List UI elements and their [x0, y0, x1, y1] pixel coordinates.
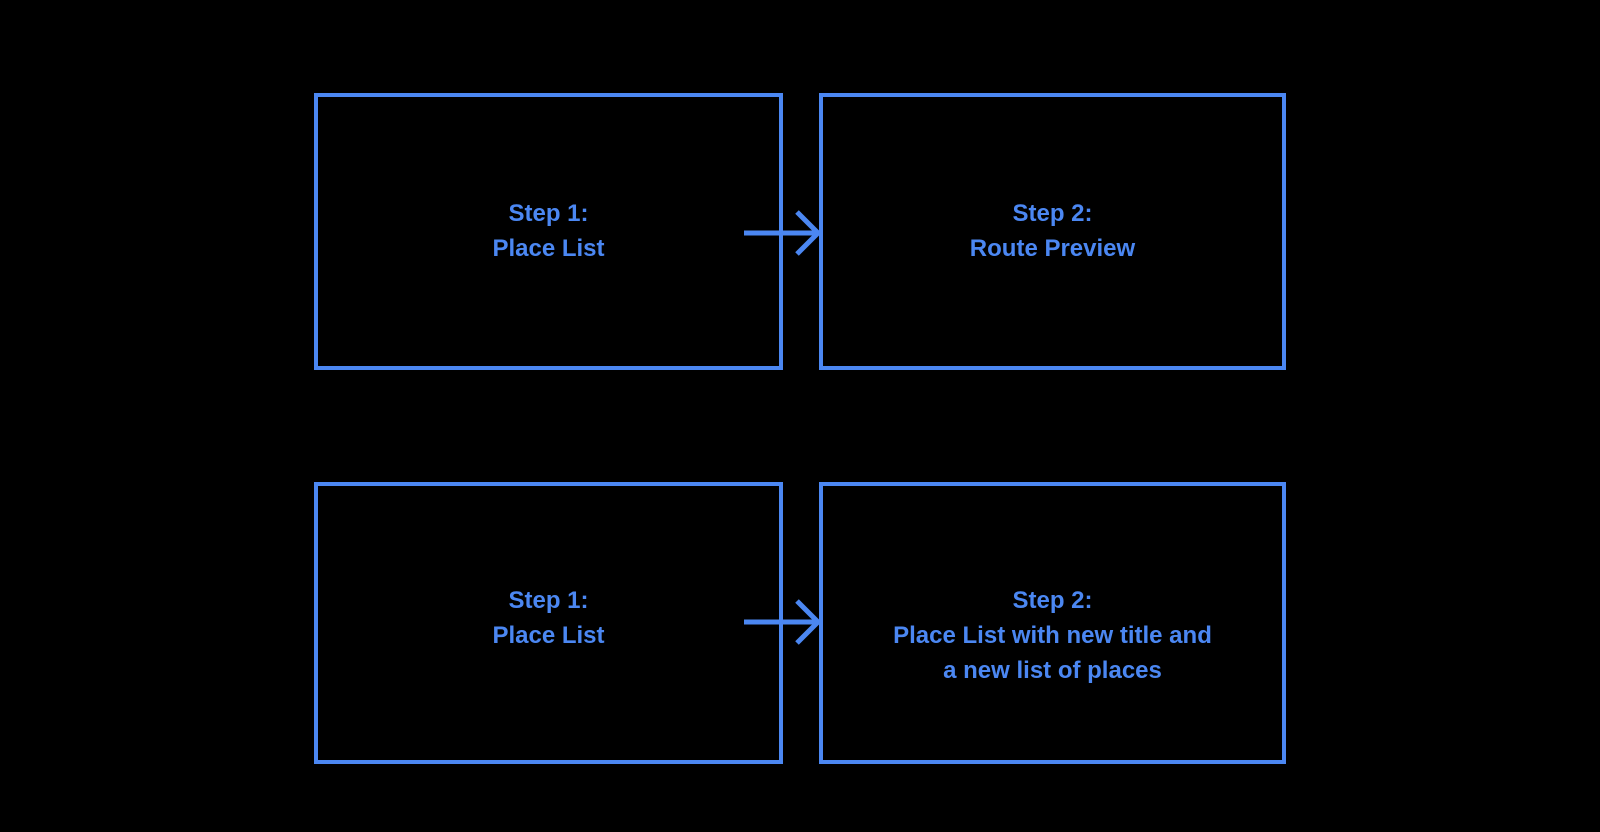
right-arrow-icon: [740, 597, 825, 647]
flow-box-label: Step 2: Route Preview: [823, 196, 1282, 266]
right-arrow-icon: [740, 208, 825, 258]
flow-box-label-line: Place List with new title and: [893, 622, 1212, 649]
flow-box-step1-place-list-bottom: Step 1: Place List: [314, 482, 783, 764]
flow-box-label-line: Place List: [492, 622, 605, 649]
flow-box-label: Step 1: Place List: [318, 583, 779, 653]
flow-box-label-line: Route Preview: [969, 235, 1136, 262]
flow-box-step2-route-preview: Step 2: Route Preview: [819, 93, 1286, 370]
flow-box-label-line: Step 1:: [508, 200, 589, 227]
flow-box-label-line: Step 2:: [1012, 200, 1093, 227]
flow-box-label: Step 1: Place List: [318, 196, 779, 266]
flow-box-label: Step 2: Place List with new title and a …: [823, 583, 1282, 688]
flow-box-label-line: Step 2:: [1012, 587, 1093, 614]
flow-box-step2-new-place-list: Step 2: Place List with new title and a …: [819, 482, 1286, 764]
flow-box-label-line: a new list of places: [943, 657, 1162, 684]
flow-box-step1-place-list-top: Step 1: Place List: [314, 93, 783, 370]
flow-box-label-line: Step 1:: [508, 587, 589, 614]
flow-box-label-line: Place List: [492, 235, 605, 262]
